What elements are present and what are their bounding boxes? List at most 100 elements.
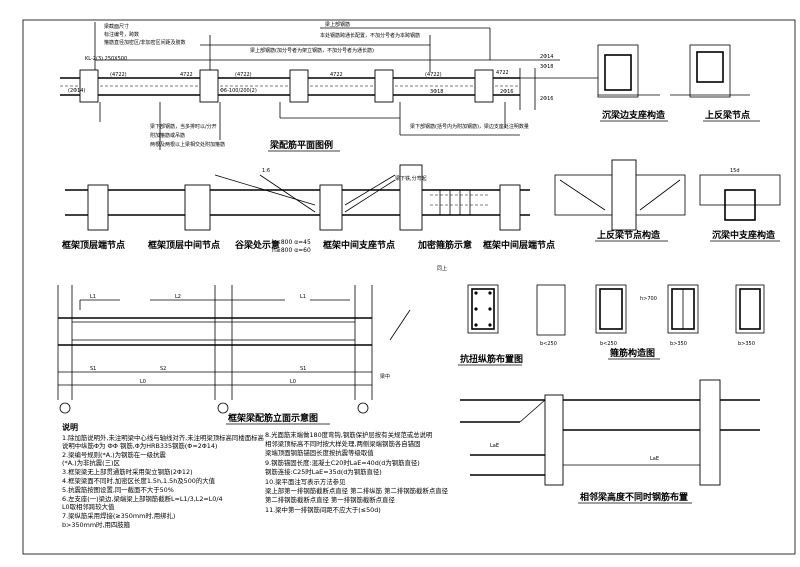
note-left: b>350mm时,用四肢箍 xyxy=(62,520,131,529)
plan-bottom-mark: 2Φ16 xyxy=(500,89,513,95)
note-right: 梁端顶面钢筋锚固长度按抗震等级取值 xyxy=(265,448,374,457)
dim-lae-2: LaE xyxy=(650,456,659,462)
plan-right-mark: 3Φ18 xyxy=(540,64,553,70)
plan-note-top: 梁上部钢筋 xyxy=(325,21,350,28)
sheet-border xyxy=(22,19,796,555)
notes-title: 说明 xyxy=(62,422,78,432)
plan-right-mark: 2Φ14 xyxy=(540,54,553,60)
note-right: 第二排钢筋截断点直径 第一排钢筋截断点直径 xyxy=(265,495,395,504)
torsion-rebar-diagram: 抗扭纵筋布置图 xyxy=(458,284,523,366)
plan-bottom-note: 两根及两根以上梁相交处附加箍筋 xyxy=(150,141,225,148)
caption-frame-mid-support: 框架中间支座节点 xyxy=(323,239,395,251)
label-haunch-ratio: 1:6 xyxy=(262,168,270,174)
note-left: 3.框架梁无上部贯通筋时采用架立钢筋(2Φ12) xyxy=(62,467,193,476)
caption-frame-top-end: 框架顶层端节点 xyxy=(62,239,125,251)
notes-block: 说明 1.除加筋说明外,未注明梁中心线与轴线对齐,未注明梁顶标高同楼面标高 说明… xyxy=(62,422,449,529)
plan-beam-mark: KL-2(3) 250X500 xyxy=(85,56,127,62)
caption-adjacent-beams: 相邻梁高度不同时钢筋布置 xyxy=(580,491,688,503)
note-left: 7.梁纵筋采用焊接(≥350mm时,用绑扎) xyxy=(62,511,175,520)
note-left: 6.左支座(一)梁边,梁端梁上部钢筋截断L=L1/3,L2=L0/4 xyxy=(62,494,223,503)
plan-span-label: (4722) xyxy=(425,72,442,78)
note-left: 1.除加筋说明外,未注明梁中心线与轴线对齐,未注明梁顶标高同楼面标高 xyxy=(62,433,264,442)
caption-upturned-node: 上反梁节点 xyxy=(705,109,750,121)
caption-haunch: 谷梁处示意 xyxy=(235,239,280,251)
plan-span-label: (4722) xyxy=(110,72,127,78)
sunken-support-diagram: 沉梁边支座构造 xyxy=(560,44,668,122)
note-left: L0取相邻跨较大值 xyxy=(62,502,115,511)
frame-elevation-diagram: L1 L2 L1 S1 S2 S1 L0 L0 梁中 框架梁配筋立面示意图 xyxy=(57,285,411,425)
plan-bottom-mark: 3Φ18 xyxy=(430,89,443,95)
plan-span-label: 4722 xyxy=(180,72,193,78)
upturned-node-diagram: 上反梁节点 xyxy=(670,44,760,122)
note-right: 相邻梁顶标高不同时按大样处理,两侧梁端钢筋各自锚固 xyxy=(265,439,420,448)
plan-note-top2: 本处钢筋跨通长配置，不加分号者为本跨钢筋 xyxy=(320,32,420,39)
note-right: 10.梁平面注写表示方法参见 xyxy=(265,477,346,486)
note-left: (*A,)为非抗震(三)区 xyxy=(62,458,121,467)
dim-b250-2: b<250 xyxy=(600,341,617,347)
label-ring: 同上 xyxy=(437,265,447,272)
note-right: 8.光面筋末端做180度弯钩,钢筋保护层按有关规范或总说明 xyxy=(265,430,432,439)
plan-bottom-note: 附加箍筋或吊筋 xyxy=(150,132,185,139)
note-left: 说明中纵筋Φ为 ФΦ 钢筋,Φ为HRB335钢筋(Φ=2Φ14) xyxy=(62,441,217,450)
dim-l1: L1 xyxy=(90,294,96,300)
label-beam-note: 梁中 xyxy=(380,373,390,380)
note-left: 4.框架梁面不同时,加密区长度1.5h,1.5h及500的大值 xyxy=(62,476,216,485)
note-left: 2.梁编号规则(*A,)为钢筋在一级抗震 xyxy=(62,450,166,459)
caption-frame-elev: 框架梁配筋立面示意图 xyxy=(228,412,318,424)
haunch-note-2: h≥800 α=60 xyxy=(272,247,311,254)
dim-l0-right: L0 xyxy=(290,379,296,385)
note-left: 5.抗震筋按图设置,同一截面不大于50% xyxy=(62,485,174,494)
plan-bottom-note: 梁下部钢筋，当多排时以/分开 xyxy=(150,123,217,130)
stirrup-detail-diagram: b<250 b<250 b>350 b>350 h>700 箍筋构造图 xyxy=(536,284,765,360)
dim-l1-right: L1 xyxy=(300,294,306,300)
plan-stirrup: Φ6-100/200(2) xyxy=(220,88,257,94)
plan-span-label: 4722 xyxy=(496,70,509,76)
plan-note-2: 标注编号，跨数 xyxy=(104,31,139,38)
frame-nodes-row: 1:6 梁下铁,分弯起 框架顶层端节点 框架顶层中间节点 谷梁处示意 h<800… xyxy=(62,164,555,272)
dim-b350-2: b>350 xyxy=(738,341,755,347)
dim-b250: b<250 xyxy=(540,341,557,347)
plan-span-label: 4722 xyxy=(330,72,343,78)
plan-note-3: 箍筋直径加密区/非加密区间距及肢数 xyxy=(104,39,186,46)
dim-h700: h>700 xyxy=(640,296,657,302)
plan-bottom-mark: (2Φ14) xyxy=(68,88,85,94)
caption-upturned-detail: 上反梁节点构造 xyxy=(597,229,661,241)
caption-stirrup-detail: 箍筋构造图 xyxy=(609,347,655,359)
sunken-mid-support-diagram: 15d 沉梁中支座构造 xyxy=(699,168,781,242)
upturned-detail-diagram: 上反梁节点构造 xyxy=(554,159,686,242)
dim-lae: LaE xyxy=(490,443,499,449)
plan-span-label: (4722) xyxy=(235,72,252,78)
label-step: 梁下铁,分弯起 xyxy=(395,175,427,182)
haunch-note-1: h<800 α=45 xyxy=(272,239,311,246)
plan-note-1: 梁截面尺寸 xyxy=(104,23,129,30)
plan-column xyxy=(474,69,494,103)
dim-l0: L0 xyxy=(140,379,146,385)
note-right: 钢筋连接:C25时LaE=35d(d为钢筋直径) xyxy=(265,467,382,476)
dim-s1: S1 xyxy=(90,366,96,372)
plan-column xyxy=(289,69,309,103)
dim-s1-right: S1 xyxy=(300,366,306,372)
caption-sunken-mid-support: 沉梁中支座构造 xyxy=(712,229,776,241)
note-right: 9.钢筋锚固长度:混凝土C20时LaE=40d(d为钢筋直径) xyxy=(265,458,420,467)
dim-s2: S2 xyxy=(160,366,166,372)
dim-l2: L2 xyxy=(175,294,181,300)
label-side-bar: 15d xyxy=(730,168,740,174)
caption-sunken-support: 沉梁边支座构造 xyxy=(602,109,666,121)
caption-frame-top-mid: 框架顶层中间节点 xyxy=(148,239,220,251)
plan-bottom-note: 梁下部钢筋(括号内为附加钢筋)，梁边支座处注明数量 xyxy=(410,123,529,130)
plan-right-mark: 2Φ16 xyxy=(540,96,553,102)
plan-column xyxy=(374,69,394,103)
caption-torsion-rebar: 抗扭纵筋布置图 xyxy=(460,353,523,365)
plan-example-diagram: 梁截面尺寸 标注编号，跨数 箍筋直径加密区/非加密区间距及肢数 KL-2(3) … xyxy=(60,21,560,152)
plan-note-top3: 梁上部钢筋(加分号者为架立钢筋，不加分号者为通长筋) xyxy=(250,47,374,54)
adjacent-beams-diagram: LaE LaE 相邻梁高度不同时钢筋布置 xyxy=(460,379,760,504)
note-right: 11.梁中第一排钢筋间距不应大于(≤50d) xyxy=(265,505,381,514)
caption-plan-example: 梁配筋平面图例 xyxy=(269,139,333,151)
note-right: 梁上部第一排钢筋截断点直径 第二排纵筋 第二排钢筋截断点直径 xyxy=(265,486,449,495)
plan-column xyxy=(79,69,99,103)
caption-stirrup-densify: 加密箍筋示意 xyxy=(417,239,472,251)
plan-column xyxy=(199,69,219,103)
caption-frame-mid-floor: 框架中间层端节点 xyxy=(483,239,555,251)
dim-b350: b>350 xyxy=(670,341,687,347)
